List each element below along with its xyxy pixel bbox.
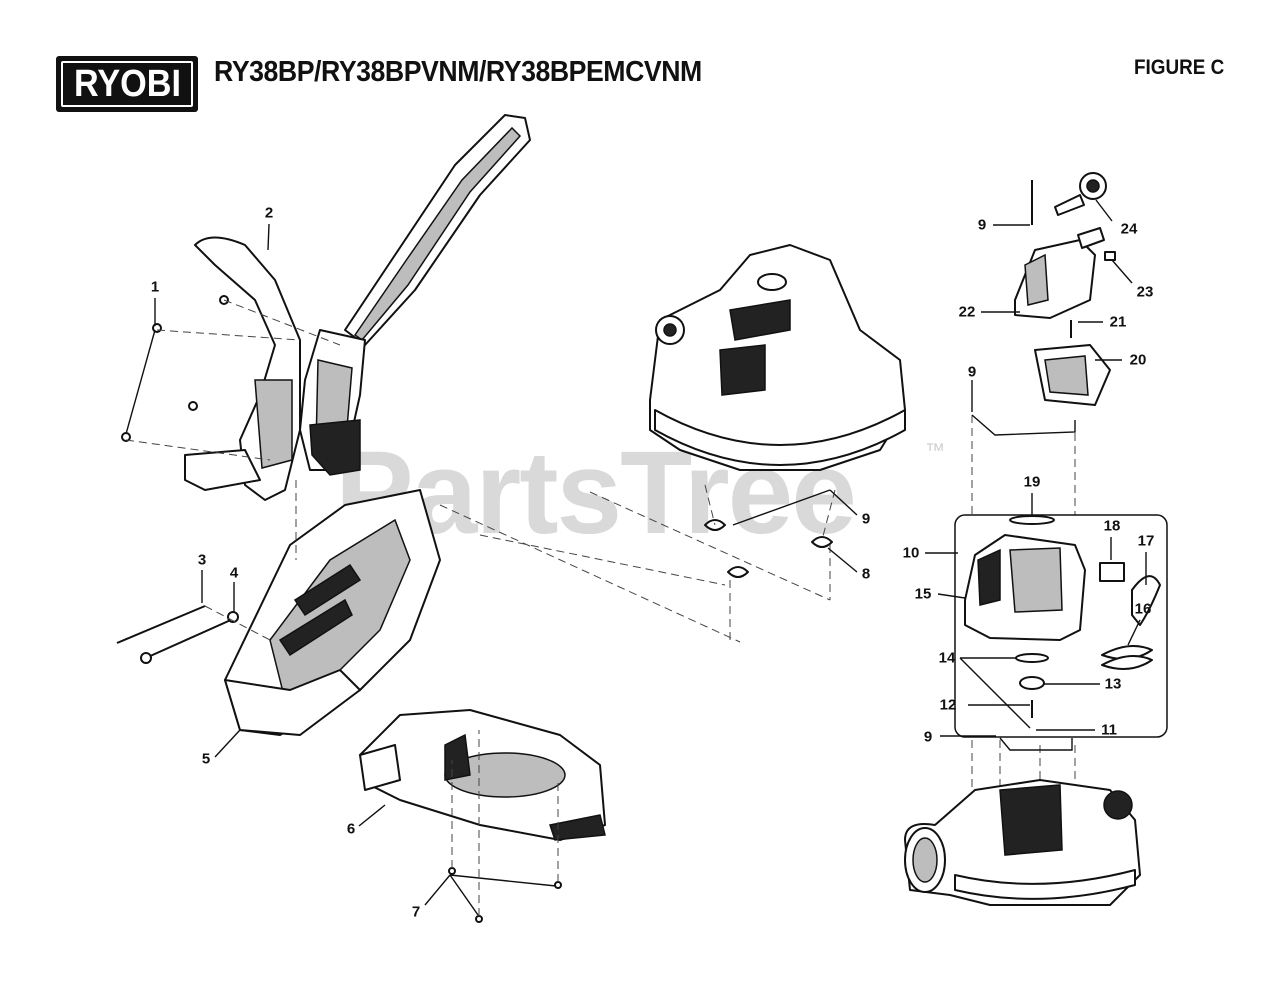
callout-15: 15 <box>914 585 932 603</box>
callout-23: 23 <box>1136 283 1154 301</box>
ryobi-logo-text: RYOBI <box>73 62 181 105</box>
callout-16: 16 <box>1134 600 1152 618</box>
callout-12: 12 <box>939 696 957 714</box>
callout-22: 22 <box>958 303 976 321</box>
callout-6: 6 <box>346 820 356 838</box>
base-tray-part <box>359 709 606 841</box>
figure-label: FIGURE C <box>1134 56 1225 79</box>
mount-springs <box>704 484 836 578</box>
callout-24: 24 <box>1120 220 1138 238</box>
callout-7: 7 <box>411 903 421 921</box>
callout-9-primer: 9 <box>977 216 987 234</box>
handle-screws <box>121 295 341 461</box>
ryobi-logo: RYOBI <box>56 56 198 112</box>
callout-17: 17 <box>1137 532 1155 550</box>
callout-11: 11 <box>1101 721 1117 739</box>
callout-10: 10 <box>902 544 920 562</box>
callout-14: 14 <box>938 649 956 667</box>
leader-lines <box>125 199 1147 916</box>
model-title: RY38BP/RY38BPVNM/RY38BPEMCVNM <box>214 56 702 88</box>
trademark-symbol: ™ <box>925 440 945 462</box>
callout-13: 13 <box>1104 675 1122 693</box>
air-deflector-part <box>1034 344 1111 406</box>
callout-5: 5 <box>201 750 211 768</box>
primer-cover-part <box>1014 172 1116 338</box>
tray-screws <box>448 730 562 923</box>
subassembly-box <box>954 514 1168 738</box>
callout-1: 1 <box>150 278 160 296</box>
callout-4: 4 <box>229 564 239 582</box>
callout-21: 21 <box>1109 313 1127 331</box>
callout-18: 18 <box>1103 517 1121 535</box>
harness-frame-part <box>184 114 531 501</box>
engine-part <box>649 244 906 471</box>
pins-and-washers <box>116 605 271 664</box>
callout-9-deflector: 9 <box>967 363 977 381</box>
fan-housing-part <box>964 515 1161 718</box>
ryobi-logo-frame: RYOBI <box>61 61 193 107</box>
callout-8: 8 <box>861 565 871 583</box>
blower-housing-part <box>904 779 1141 906</box>
callout-20: 20 <box>1129 351 1147 369</box>
back-plate-part <box>224 489 441 736</box>
callout-9-engine: 9 <box>861 510 871 528</box>
callout-19: 19 <box>1023 473 1041 491</box>
callout-3: 3 <box>197 551 207 569</box>
callout-9-housing: 9 <box>923 728 933 746</box>
callout-2: 2 <box>264 204 274 222</box>
